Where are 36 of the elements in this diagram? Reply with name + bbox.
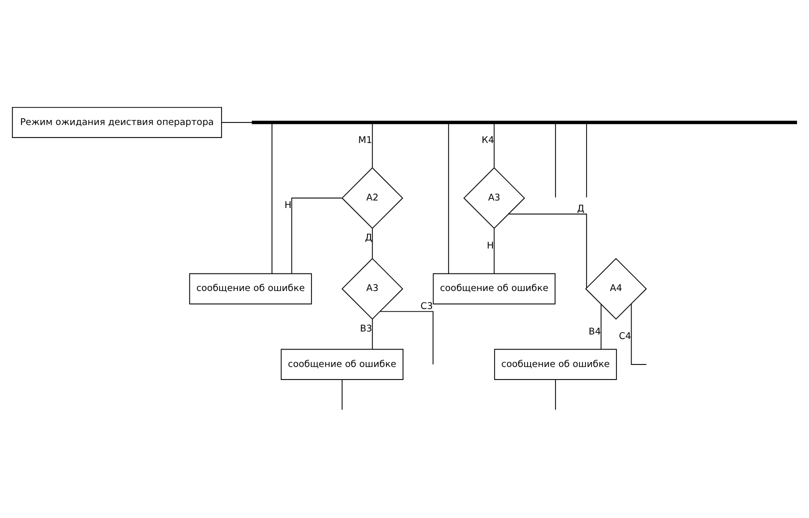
node-box: сообщение об ошибке <box>189 273 312 304</box>
node-diamond: А4 <box>585 258 647 320</box>
connector <box>372 123 373 168</box>
connector <box>372 318 373 350</box>
edge-label: С4 <box>618 330 632 342</box>
connector <box>555 123 556 198</box>
connector <box>342 379 343 410</box>
connector <box>586 123 588 198</box>
connector <box>494 228 495 274</box>
node-box: Режим ожидания деиствия операртора <box>12 106 222 138</box>
connector <box>555 379 556 410</box>
node-bar <box>252 120 798 124</box>
edge-label: Н <box>486 240 494 252</box>
connector <box>291 198 343 274</box>
edge-label: В3 <box>360 324 372 335</box>
edge-label: Д <box>364 232 372 244</box>
edge-label: В4 <box>588 326 601 338</box>
node-diamond: А2 <box>342 167 404 229</box>
edge-label: М1 <box>358 134 372 146</box>
connector <box>508 214 588 288</box>
connector <box>221 122 252 123</box>
node-box: сообщение об ошибке <box>432 273 556 304</box>
node-diamond: А3 <box>463 167 526 229</box>
edge-label: С3 <box>420 300 433 312</box>
node-box: сообщение об ошибке <box>494 348 617 380</box>
edge-label: К4 <box>482 134 494 146</box>
node-box: сообщение об ошибке <box>280 348 404 380</box>
edge-label: Д <box>577 203 584 214</box>
connector <box>600 304 602 350</box>
connector <box>494 123 495 168</box>
connector <box>380 311 434 365</box>
connector <box>372 228 373 259</box>
edge-label: Н <box>284 200 292 211</box>
connector <box>630 303 647 365</box>
node-diamond: А3 <box>342 258 404 320</box>
connector <box>448 124 450 274</box>
